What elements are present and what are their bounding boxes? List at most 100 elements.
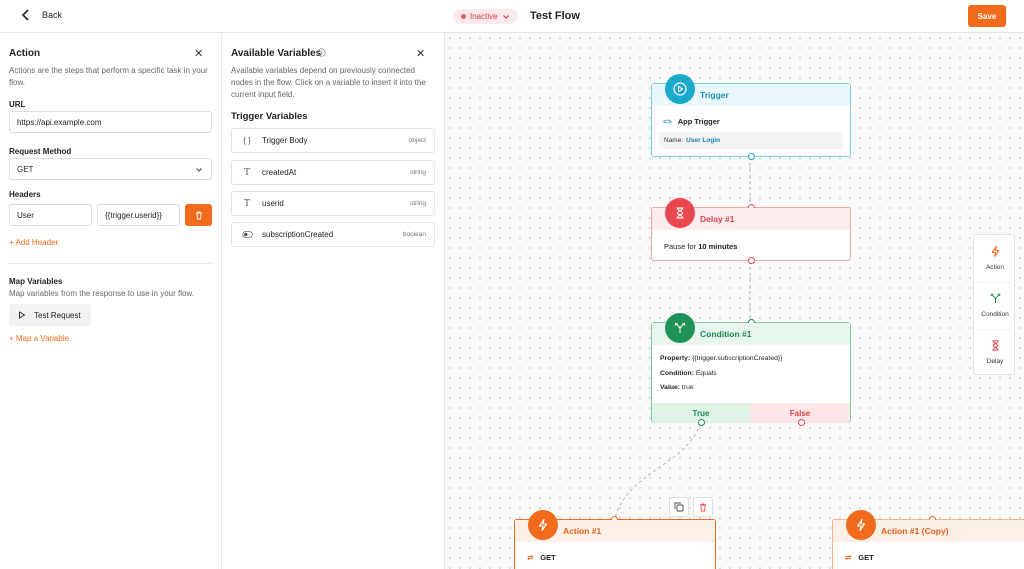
- app-trigger-label: <> App Trigger: [663, 117, 720, 126]
- variables-panel: Available Variables ✕ Available variable…: [222, 33, 445, 569]
- back-label: Back: [42, 10, 63, 20]
- code-icon: <>: [663, 117, 672, 126]
- add-header-link[interactable]: + Add Header: [9, 238, 59, 247]
- palette-item-label: Action: [985, 264, 1005, 271]
- action-node-title: Action #1: [563, 526, 602, 536]
- delay-body: Pause for 10 minutes: [664, 242, 737, 251]
- variable-item-trigger-body[interactable]: { } Trigger Body object: [231, 128, 435, 153]
- condition-property-label: Property:: [660, 355, 691, 362]
- delete-node-button[interactable]: [693, 497, 713, 517]
- variable-type: boolean: [402, 231, 426, 238]
- palette-divider: [978, 329, 1012, 330]
- chevron-down-icon: [196, 168, 202, 172]
- header-value-value: {{trigger.userid}}: [105, 210, 162, 220]
- status-label: Inactive: [470, 12, 498, 21]
- palette-item-label: Delay: [986, 358, 1004, 365]
- url-input[interactable]: https://api.example.com: [9, 111, 212, 133]
- palette-item-condition[interactable]: Condition: [974, 282, 1016, 328]
- palette-item-action[interactable]: Action: [974, 235, 1016, 281]
- bolt-icon: [846, 510, 876, 540]
- delay-node[interactable]: Delay #1 Pause for 10 minutes: [651, 198, 851, 264]
- back-button[interactable]: Back: [20, 9, 62, 21]
- variables-panel-title: Available Variables: [231, 48, 322, 59]
- trigger-name-label: Name:: [664, 137, 684, 144]
- url-label: URL: [9, 100, 26, 109]
- action-copy-node-title: Action #1 (Copy): [881, 526, 949, 536]
- status-dropdown[interactable]: Inactive: [453, 9, 518, 24]
- delay-node-title: Delay #1: [700, 214, 735, 224]
- node-toolbar: [669, 497, 713, 517]
- swap-icon: ⇄: [845, 553, 852, 562]
- method-select[interactable]: GET: [9, 158, 212, 180]
- condition-property-value: {{trigger.subscriptionCreated}}: [692, 355, 783, 362]
- variable-type: object: [408, 137, 426, 144]
- text-type-icon: T: [243, 167, 250, 178]
- condition-node[interactable]: Condition #1 Property: {{trigger.subscri…: [651, 313, 851, 426]
- condition-value-label: Value:: [660, 384, 681, 391]
- top-bar: Back Inactive Test Flow Save: [0, 0, 1024, 33]
- trigger-node[interactable]: Trigger <> App Trigger Name: User Login: [651, 74, 851, 160]
- node-palette: Action Condition Delay: [973, 234, 1015, 375]
- hourglass-icon: [991, 340, 999, 351]
- action-method: GET: [540, 553, 556, 562]
- condition-operator-value: Equals: [695, 370, 717, 377]
- true-output-port[interactable]: [698, 419, 705, 426]
- map-variable-link[interactable]: + Map a Variable: [9, 334, 70, 343]
- divider: [9, 263, 213, 264]
- action-panel-title: Action: [9, 48, 41, 59]
- duplicate-node-button[interactable]: [669, 497, 689, 517]
- variable-type: string: [410, 200, 426, 207]
- close-action-panel-icon[interactable]: ✕: [194, 48, 204, 60]
- action-copy-method: GET: [858, 553, 874, 562]
- bolt-icon: [991, 245, 999, 258]
- action-node[interactable]: Action #1 ⇄ GET: [514, 510, 716, 569]
- info-icon[interactable]: [317, 48, 326, 57]
- action-copy-node[interactable]: Action #1 (Copy) ⇄ GET: [832, 510, 1024, 569]
- condition-property-line: Property: {{trigger.subscriptionCreated}…: [660, 355, 782, 362]
- palette-divider: [978, 282, 1012, 283]
- palette-item-label: Condition: [981, 311, 1009, 318]
- delete-header-button[interactable]: [185, 204, 212, 226]
- copy-icon: [674, 502, 684, 512]
- condition-operator-label: Condition:: [660, 370, 694, 377]
- hourglass-icon: [665, 198, 695, 228]
- bolt-icon: [528, 510, 558, 540]
- variable-type: string: [410, 169, 426, 176]
- variable-item-createdat[interactable]: T createdAt string: [231, 160, 435, 185]
- action-copy-method-row: ⇄ GET: [845, 553, 874, 562]
- header-key-value: User: [17, 210, 34, 220]
- save-button[interactable]: Save: [968, 5, 1006, 27]
- flow-edges: [614, 157, 751, 520]
- variable-name: subscriptionCreated: [262, 230, 334, 239]
- split-icon: [665, 313, 695, 343]
- palette-item-delay[interactable]: Delay: [974, 329, 1016, 375]
- variables-panel-description: Available variables depend on previously…: [231, 66, 426, 99]
- chevron-down-icon: [502, 14, 509, 19]
- toggle-icon: [240, 231, 254, 238]
- test-request-button[interactable]: Test Request: [9, 304, 91, 326]
- trigger-name-value: User Login: [686, 137, 721, 144]
- variable-name: userid: [262, 199, 284, 208]
- flow-title: Test Flow: [530, 10, 580, 22]
- flow-canvas[interactable]: Trigger <> App Trigger Name: User Login …: [445, 33, 1024, 569]
- condition-value-value: true: [681, 384, 694, 391]
- variable-item-userid[interactable]: T userid string: [231, 191, 435, 216]
- action-panel: Action ✕ Actions are the steps that perf…: [0, 33, 222, 569]
- false-output-port[interactable]: [798, 419, 805, 426]
- header-key-input[interactable]: User: [9, 204, 92, 226]
- delay-output-port[interactable]: [748, 257, 755, 264]
- swap-icon: ⇄: [527, 553, 534, 562]
- condition-node-title: Condition #1: [700, 329, 752, 339]
- true-branch[interactable]: True: [652, 403, 750, 423]
- split-icon: [990, 293, 1000, 304]
- header-value-input[interactable]: {{trigger.userid}}: [97, 204, 180, 226]
- play-icon: [19, 311, 26, 319]
- variable-item-subscriptioncreated[interactable]: subscriptionCreated boolean: [231, 222, 435, 247]
- trigger-node-title: Trigger: [700, 90, 729, 100]
- url-value: https://api.example.com: [17, 117, 102, 127]
- close-variables-panel-icon[interactable]: ✕: [416, 48, 426, 60]
- test-request-label: Test Request: [34, 310, 81, 320]
- method-label: Request Method: [9, 147, 72, 156]
- false-branch[interactable]: False: [750, 403, 850, 423]
- trigger-output-port[interactable]: [748, 153, 755, 160]
